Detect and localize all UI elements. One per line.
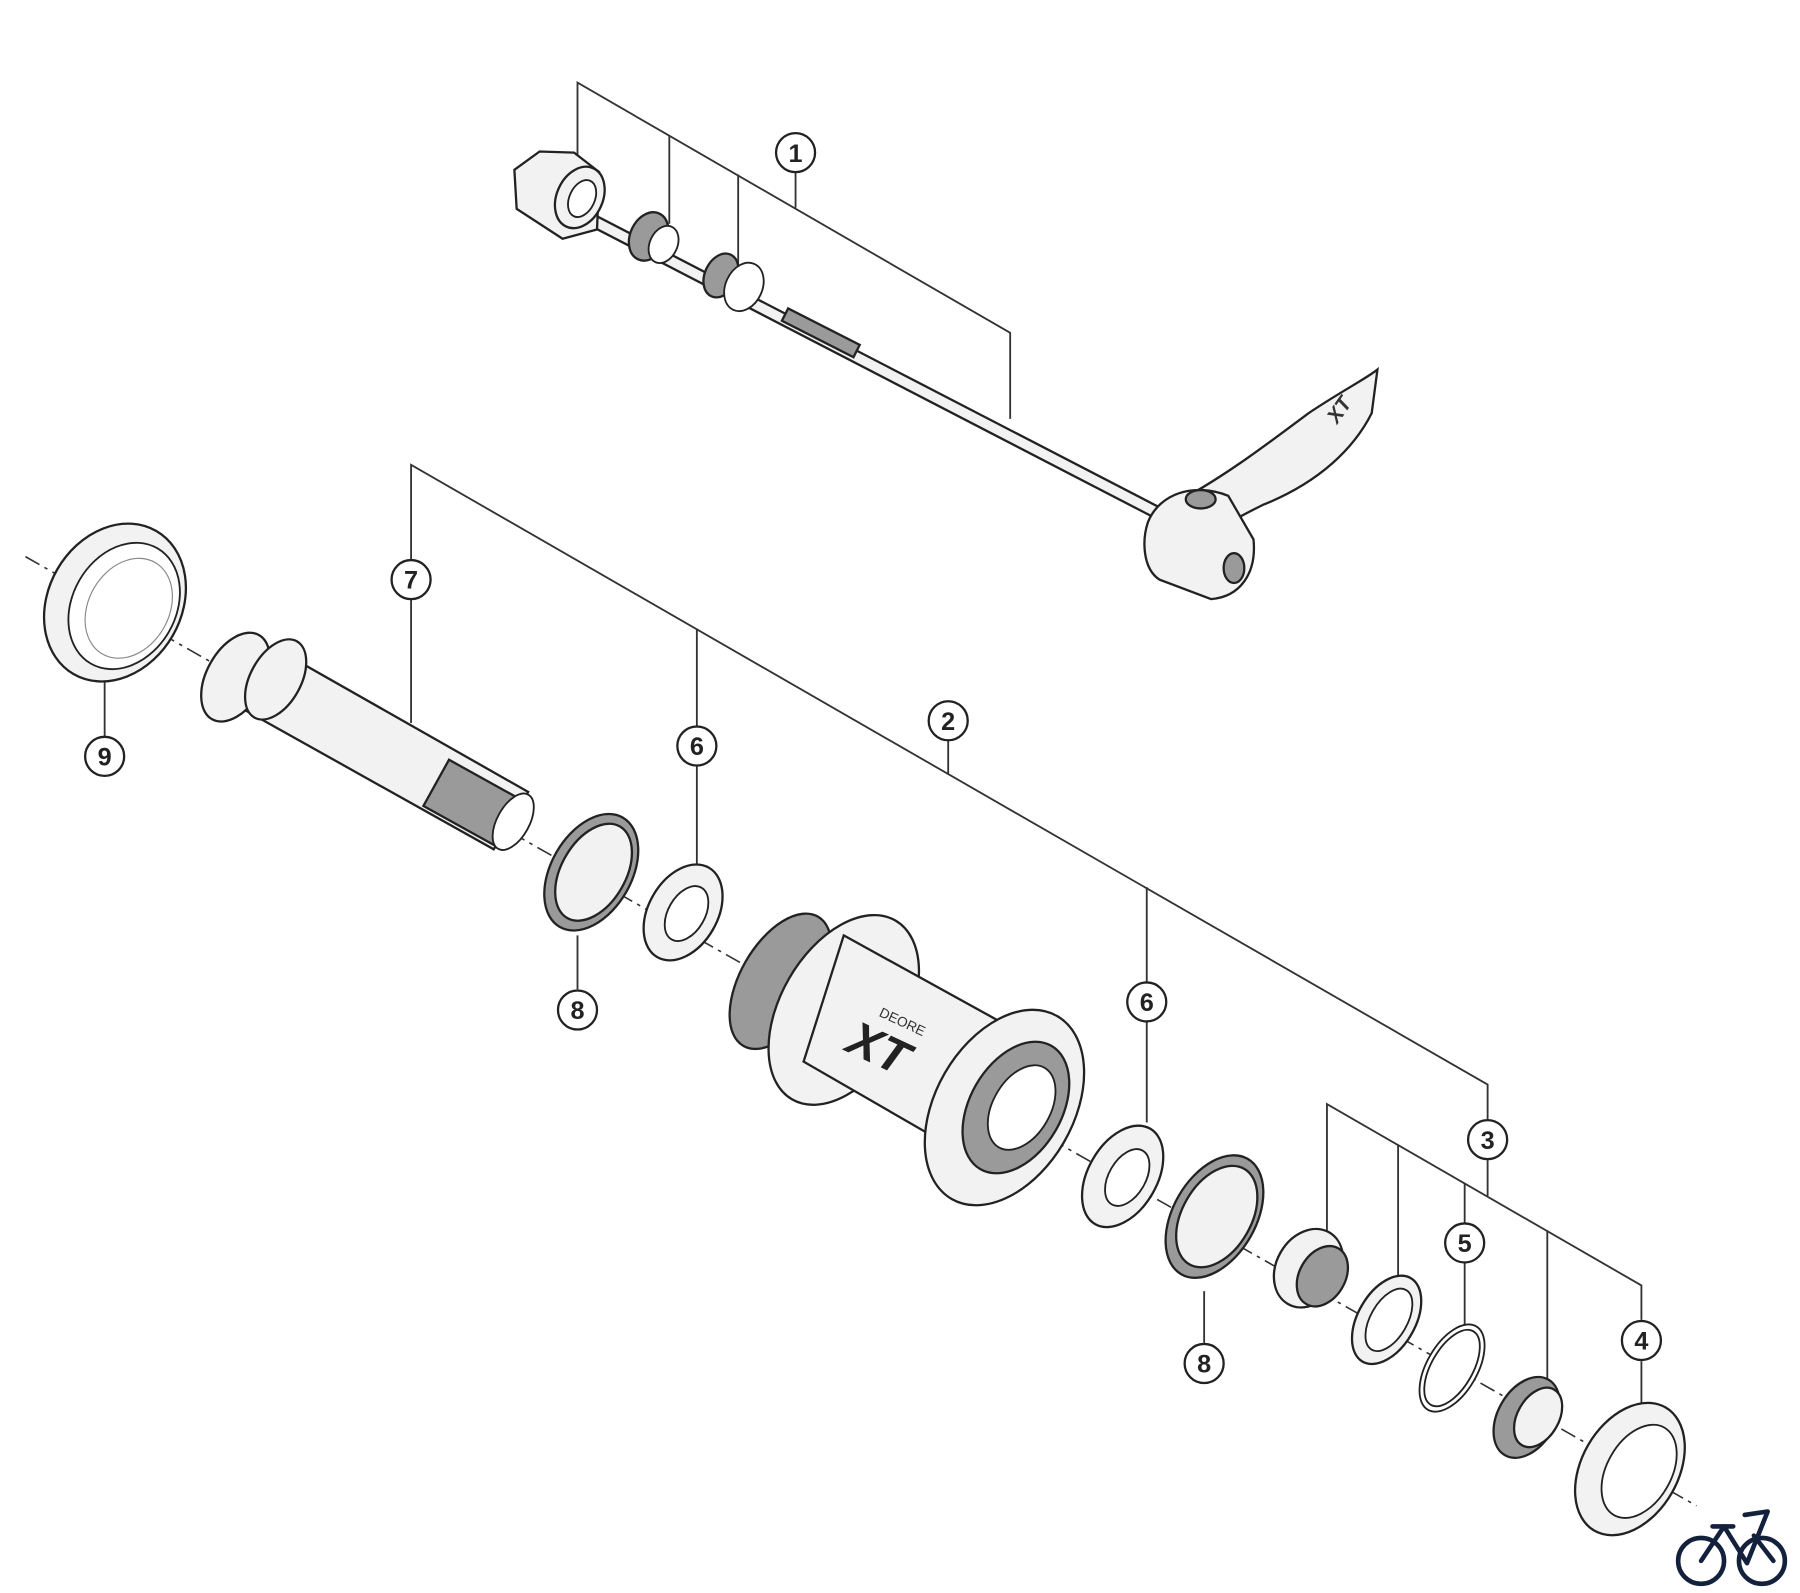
hub-body: DEORE XT [728, 912, 1086, 1207]
svg-text:8: 8 [1197, 1351, 1211, 1379]
o-ring [1418, 1323, 1486, 1413]
svg-text:8: 8 [570, 997, 584, 1025]
svg-text:4: 4 [1634, 1328, 1648, 1356]
callout-6-right: 6 [1126, 981, 1168, 1023]
skewer-thread [780, 306, 862, 359]
svg-text:6: 6 [690, 733, 704, 761]
callout-6-left: 6 [676, 725, 718, 767]
skewer-spring-2 [702, 252, 765, 313]
callout-1: 1 [774, 131, 817, 174]
lock-nut [1492, 1375, 1564, 1459]
svg-text:6: 6 [1140, 989, 1154, 1017]
leader-lines-part2 [103, 463, 1489, 1343]
leader-lines-part1 [576, 81, 1012, 419]
svg-text:7: 7 [404, 567, 418, 595]
skewer-nut [513, 150, 606, 240]
callout-9: 9 [83, 735, 126, 777]
seal-left [543, 812, 640, 932]
callout-8-right: 8 [1183, 1342, 1225, 1385]
bicycle-logo-icon [1675, 1509, 1788, 1587]
hub-axle [200, 631, 535, 851]
svg-text:5: 5 [1458, 1230, 1472, 1258]
svg-text:2: 2 [941, 708, 955, 736]
svg-text:1: 1 [789, 140, 803, 168]
bearing-right [1080, 1124, 1165, 1229]
callout-3: 3 [1466, 1119, 1509, 1161]
callout-8-left: 8 [556, 989, 599, 1031]
callout-4: 4 [1620, 1319, 1663, 1362]
svg-text:9: 9 [98, 743, 112, 771]
seal-right [1164, 1154, 1265, 1279]
cone-nut [1272, 1227, 1350, 1309]
bearing-left [642, 863, 724, 962]
dust-cap-left [42, 522, 188, 683]
dust-cap-right [1573, 1401, 1686, 1537]
callout-7: 7 [390, 558, 432, 601]
callout-2: 2 [927, 700, 969, 742]
svg-text:3: 3 [1481, 1127, 1495, 1155]
skewer-lever: XT [1143, 366, 1379, 601]
washer [1350, 1274, 1423, 1366]
skewer-spring-1 [627, 211, 680, 264]
quick-release-skewer: XT [513, 150, 1379, 601]
callout-5: 5 [1444, 1222, 1486, 1264]
